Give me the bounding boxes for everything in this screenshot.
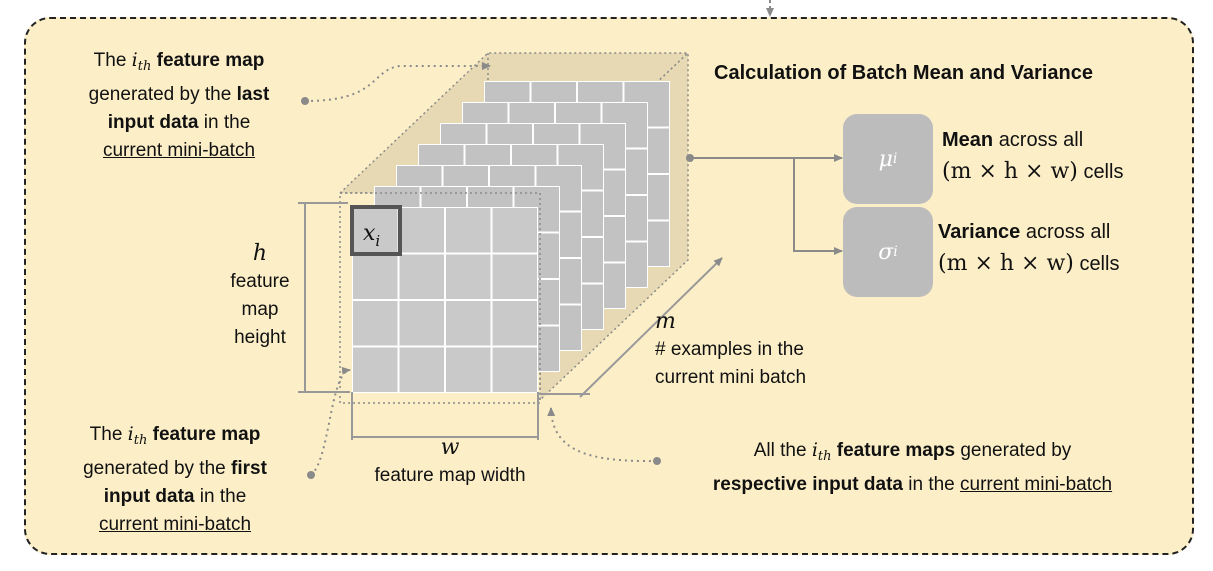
bold-variance: Variance	[938, 221, 1021, 243]
text-all-the: All the	[753, 440, 807, 461]
last-map-leader	[304, 62, 491, 102]
feature-map-cell	[446, 347, 491, 392]
ith-symbol: ith	[131, 49, 152, 74]
feature-map-cell	[399, 301, 444, 346]
feature-map-cell	[446, 254, 491, 299]
height-text-line3: height	[234, 327, 286, 348]
height-text-line1: feature	[230, 271, 290, 292]
sigma-symbol: σ	[878, 239, 894, 265]
height-symbol: h	[252, 241, 268, 266]
feature-map-cell	[353, 347, 398, 392]
width-text: feature map width	[374, 465, 526, 486]
mean-description: Mean across all (m × h × w) cells	[942, 126, 1123, 186]
bold-feature-map: feature map	[156, 50, 265, 71]
bold-first: first	[231, 458, 267, 479]
mean-suffix: cells	[1083, 161, 1124, 183]
first-feature-map	[352, 207, 538, 393]
feature-map-cell	[492, 301, 537, 346]
feature-map-cell	[399, 254, 444, 299]
mean-text: across all	[998, 129, 1084, 151]
cell-highlight	[350, 205, 402, 256]
text-generated-by: generated by the	[88, 84, 232, 105]
underlined-mini-batch: current mini-batch	[960, 474, 1113, 495]
variance-text: across all	[1025, 221, 1111, 243]
ith-symbol: ith	[127, 423, 148, 448]
bold-mean: Mean	[942, 129, 994, 151]
width-symbol: w	[440, 435, 460, 460]
width-label: w feature map width	[345, 434, 555, 490]
text-the: The	[93, 50, 127, 71]
feature-map-stack	[352, 81, 670, 393]
variance-formula: (m × h × w)	[938, 251, 1074, 276]
depth-dimension-line	[579, 257, 723, 398]
feature-map-cell	[492, 254, 537, 299]
cell-symbol: xi	[363, 221, 380, 250]
sigma-subscript: i	[893, 244, 898, 260]
depth-text-line1: # examples in the	[655, 339, 804, 360]
feature-map-cell	[399, 208, 444, 253]
text-in-the: in the	[199, 486, 247, 507]
first-map-leader	[310, 366, 351, 476]
feature-map-cell	[353, 208, 398, 253]
all-maps-leader	[547, 407, 658, 463]
depth-text-line2: current mini batch	[655, 367, 807, 388]
bold-feature-map: feature map	[152, 424, 261, 445]
bold-input-data: input data	[103, 486, 195, 507]
feature-map-cell	[353, 301, 398, 346]
text-generated-by: generated by	[960, 440, 1072, 461]
text-in-the: in the	[908, 474, 955, 495]
bold-respective-input-data: respective input data	[712, 474, 903, 495]
feature-map-cell	[492, 347, 537, 392]
height-text-line2: map	[241, 299, 279, 320]
feature-map-cell	[446, 208, 491, 253]
diagram-title: Calculation of Batch Mean and Variance	[714, 62, 1093, 84]
height-label: h feature map height	[210, 240, 310, 352]
bold-last: last	[236, 84, 270, 105]
variance-suffix: cells	[1079, 253, 1120, 275]
feature-map-cell	[399, 347, 444, 392]
ith-symbol: ith	[811, 439, 832, 464]
bold-feature-maps: feature maps	[836, 440, 956, 461]
mu-symbol: μ	[878, 146, 893, 172]
depth-symbol: m	[655, 309, 676, 334]
text-in-the: in the	[203, 112, 251, 133]
feature-map-cell	[446, 301, 491, 346]
first-map-label: The ith feature map generated by the fir…	[40, 420, 310, 539]
feature-map-cell	[353, 254, 398, 299]
underlined-mini-batch: current mini-batch	[102, 140, 256, 161]
feature-map-cell	[492, 208, 537, 253]
variance-connector	[793, 158, 843, 255]
underlined-mini-batch: current mini-batch	[98, 514, 252, 535]
last-map-label: The ith feature map generated by the las…	[44, 46, 314, 165]
text-generated-by: generated by the	[83, 458, 226, 479]
cube-front-outline	[339, 192, 541, 404]
text-the: The	[89, 424, 123, 445]
depth-label: m # examples in the current mini batch	[655, 308, 806, 392]
mean-formula: (m × h × w)	[942, 159, 1078, 184]
bold-input-data: input data	[107, 112, 199, 133]
variance-description: Variance across all (m × h × w) cells	[938, 218, 1119, 278]
all-maps-label: All the ith feature maps generated by re…	[660, 436, 1165, 499]
mu-subscript: i	[892, 151, 898, 167]
